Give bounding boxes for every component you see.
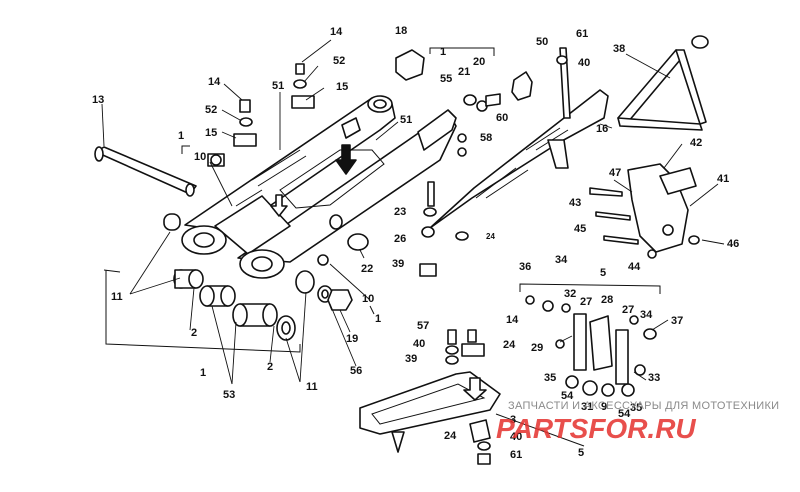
label-11-a: 11 xyxy=(111,291,123,303)
pivot-shaft xyxy=(94,146,197,197)
label-40-b: 40 xyxy=(413,338,425,350)
label-58: 58 xyxy=(480,132,492,144)
label-23: 23 xyxy=(394,206,406,218)
label-1-a: 1 xyxy=(178,130,184,142)
label-24-b: 24 xyxy=(503,339,516,351)
label-44: 44 xyxy=(628,261,641,273)
label-20: 20 xyxy=(473,56,485,68)
label-55: 55 xyxy=(440,73,452,85)
label-34-b: 34 xyxy=(640,309,653,321)
label-28: 28 xyxy=(601,294,613,306)
label-39-b: 39 xyxy=(405,353,417,365)
label-27-b: 27 xyxy=(622,304,634,316)
label-54-b: 54 xyxy=(618,408,631,420)
stand-bracket xyxy=(627,163,700,259)
label-21: 21 xyxy=(458,66,470,78)
label-1-d: 1 xyxy=(200,367,206,379)
bearing-stack-left xyxy=(163,213,236,307)
label-36: 36 xyxy=(519,261,531,273)
label-2-a: 2 xyxy=(191,327,197,339)
label-53: 53 xyxy=(223,389,235,401)
label-45: 45 xyxy=(574,223,586,235)
label-40-a: 40 xyxy=(578,57,590,69)
label-2-b: 2 xyxy=(267,361,273,373)
label-1-b: 1 xyxy=(440,46,446,58)
label-46: 46 xyxy=(727,238,739,250)
label-14-b: 14 xyxy=(330,26,343,38)
label-43: 43 xyxy=(569,197,581,209)
chain-guard xyxy=(429,47,609,229)
label-35-a: 35 xyxy=(544,372,556,384)
label-40-c: 40 xyxy=(510,431,522,443)
watermark-tagline: ЗАПЧАСТИ И АКСЕССУАРЫ ДЛЯ МОТОТЕХНИКИ xyxy=(508,400,779,412)
label-19: 19 xyxy=(346,333,358,345)
label-29: 29 xyxy=(531,342,543,354)
bearing-stack-right xyxy=(232,270,353,341)
label-42: 42 xyxy=(690,137,702,149)
label-13: 13 xyxy=(92,94,104,106)
small-hardware-left xyxy=(207,63,315,167)
label-10-a: 10 xyxy=(194,151,206,163)
label-56: 56 xyxy=(350,365,362,377)
label-61-a: 61 xyxy=(576,28,588,40)
label-33: 33 xyxy=(648,372,660,384)
label-16: 16 xyxy=(596,123,608,135)
label-52-a: 52 xyxy=(205,104,217,116)
chain-guard-hardware xyxy=(419,55,568,277)
label-26: 26 xyxy=(394,233,406,245)
watermark-logo: PARTSFOR.RU xyxy=(496,413,696,444)
label-11-b: 11 xyxy=(306,381,318,393)
label-1-c: 1 xyxy=(375,313,381,325)
label-35-b: 35 xyxy=(630,402,642,414)
label-39-a: 39 xyxy=(392,258,404,270)
label-61-b: 61 xyxy=(510,449,522,461)
label-41: 41 xyxy=(717,173,729,185)
label-31: 31 xyxy=(581,401,593,413)
lower-rocker xyxy=(359,371,501,453)
label-24-c: 24 xyxy=(444,430,457,442)
label-51-b: 51 xyxy=(400,114,412,126)
label-5-b: 5 xyxy=(578,447,584,459)
stand xyxy=(617,35,709,131)
label-47: 47 xyxy=(609,167,621,179)
label-14-c: 14 xyxy=(506,314,519,326)
label-51-a: 51 xyxy=(272,80,284,92)
watermark: ЗАПЧАСТИ И АКСЕССУАРЫ ДЛЯ МОТОТЕХНИКИ PA… xyxy=(496,400,779,444)
label-18: 18 xyxy=(395,25,407,37)
label-22: 22 xyxy=(361,263,373,275)
leader-lines xyxy=(129,39,725,385)
label-50: 50 xyxy=(536,36,548,48)
label-9: 9 xyxy=(601,401,607,413)
label-3: 3 xyxy=(510,414,516,426)
label-15-a: 15 xyxy=(205,127,217,139)
label-38: 38 xyxy=(613,43,625,55)
part-labels: 13 1 10 14 52 15 51 14 52 15 51 18 1 55 … xyxy=(92,25,739,461)
label-14-a: 14 xyxy=(208,76,221,88)
label-34-a: 34 xyxy=(555,254,568,266)
label-10-b: 10 xyxy=(362,293,374,305)
label-37: 37 xyxy=(671,315,683,327)
rocker-hardware xyxy=(445,329,491,465)
label-27-a: 27 xyxy=(580,296,592,308)
label-57: 57 xyxy=(417,320,429,332)
label-5-a: 5 xyxy=(600,267,606,279)
label-32: 32 xyxy=(564,288,576,300)
label-24-a: 24 xyxy=(486,232,495,241)
swingarm-body xyxy=(181,95,457,279)
label-52-b: 52 xyxy=(333,55,345,67)
label-54-a: 54 xyxy=(561,390,574,402)
label-60: 60 xyxy=(496,112,508,124)
label-15-b: 15 xyxy=(336,81,348,93)
linkage xyxy=(525,295,657,397)
